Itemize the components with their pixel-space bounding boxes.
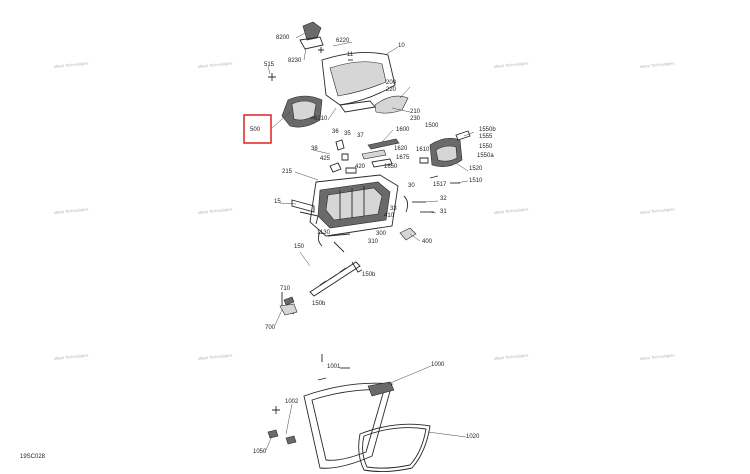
watermark: eBest Technologies <box>640 352 675 361</box>
part-label-300: 300 <box>376 231 387 237</box>
part-label-1000: 1000 <box>431 362 445 368</box>
part-label-1550b: 1550b <box>479 127 496 133</box>
part-label-1510: 1510 <box>469 178 483 184</box>
part-label-1050: 1050 <box>253 449 267 455</box>
part-label-220: 220 <box>386 87 397 93</box>
part-label-1650: 1650 <box>384 164 398 170</box>
part-label-1555: 1555 <box>479 134 493 140</box>
watermark: eBest Technologies <box>640 60 675 69</box>
part-label-150b: 150b <box>362 272 376 278</box>
part-label-150b: 150b <box>312 301 326 307</box>
part-label-1500: 1500 <box>425 123 439 129</box>
mid-hardware-parts <box>329 130 471 184</box>
watermark: eBest Technologies <box>54 206 89 215</box>
part-label-230: 230 <box>410 116 421 122</box>
part-label-8230: 8230 <box>288 58 302 64</box>
part-label-6220: 6220 <box>336 38 350 44</box>
watermark: eBest Technologies <box>640 206 675 215</box>
part-label-35: 35 <box>344 131 351 137</box>
part-label-1675: 1675 <box>396 155 410 161</box>
upper-cover-parts <box>268 21 409 128</box>
watermark: eBest Technologies <box>198 206 233 215</box>
part-label-32: 32 <box>440 196 447 202</box>
leader-lines <box>265 32 475 451</box>
part-label-8200: 8200 <box>276 35 290 41</box>
part-label-11: 11 <box>347 52 354 58</box>
part-label-1550: 1550 <box>479 144 493 150</box>
part-label-1610: 1610 <box>416 147 430 153</box>
part-label-36: 36 <box>332 129 339 135</box>
part-label-38: 38 <box>311 146 318 152</box>
lower-pan-parts <box>267 354 431 473</box>
watermark: eBest Technologies <box>198 352 233 361</box>
part-label-6210: 6210 <box>314 116 328 122</box>
watermark: eBest Technologies <box>54 352 89 361</box>
watermark: eBest Technologies <box>54 60 89 69</box>
part-label-200: 200 <box>386 80 397 86</box>
part-label-30: 30 <box>408 183 415 189</box>
watermark: eBest Technologies <box>494 206 529 215</box>
watermark: eBest Technologies <box>494 352 529 361</box>
part-label-710: 710 <box>280 286 291 292</box>
part-label-31: 31 <box>440 209 447 215</box>
part-label-1517: 1517 <box>433 182 447 188</box>
part-label-410: 410 <box>384 213 395 219</box>
part-label-310: 310 <box>368 239 379 245</box>
part-label-420: 420 <box>355 164 366 170</box>
watermark: eBest Technologies <box>198 60 233 69</box>
part-label-1620: 1620 <box>394 146 408 152</box>
part-label-1001: 1001 <box>327 364 341 370</box>
part-label-1600: 1600 <box>396 127 410 133</box>
part-label-1130: 1130 <box>317 230 331 236</box>
part-label-1002: 1002 <box>285 399 299 405</box>
part-label-150: 150 <box>294 244 305 250</box>
watermark-layer: eBest Technologies eBest Technologies eBes… <box>54 60 675 361</box>
part-label-33: 33 <box>390 206 397 212</box>
part-label-210: 210 <box>410 109 421 115</box>
part-label-10: 10 <box>398 43 405 49</box>
part-label-400: 400 <box>422 239 433 245</box>
part-label-15: 15 <box>274 199 281 205</box>
part-label-1520: 1520 <box>469 166 483 172</box>
part-label-515: 515 <box>264 62 275 68</box>
part-label-500: 500 <box>250 127 261 133</box>
part-label-1020: 1020 <box>466 434 480 440</box>
watermark: eBest Technologies <box>494 60 529 69</box>
part-label-37: 37 <box>357 133 364 139</box>
part-label-215: 215 <box>282 169 293 175</box>
highlight-box <box>243 114 272 144</box>
rod-assembly-parts <box>279 261 363 316</box>
reference-code: 19SC028 <box>20 454 46 460</box>
part-label-1550a: 1550a <box>477 153 494 159</box>
part-label-425: 425 <box>320 156 331 162</box>
main-frame-parts <box>291 174 434 253</box>
part-label-700: 700 <box>265 325 276 331</box>
